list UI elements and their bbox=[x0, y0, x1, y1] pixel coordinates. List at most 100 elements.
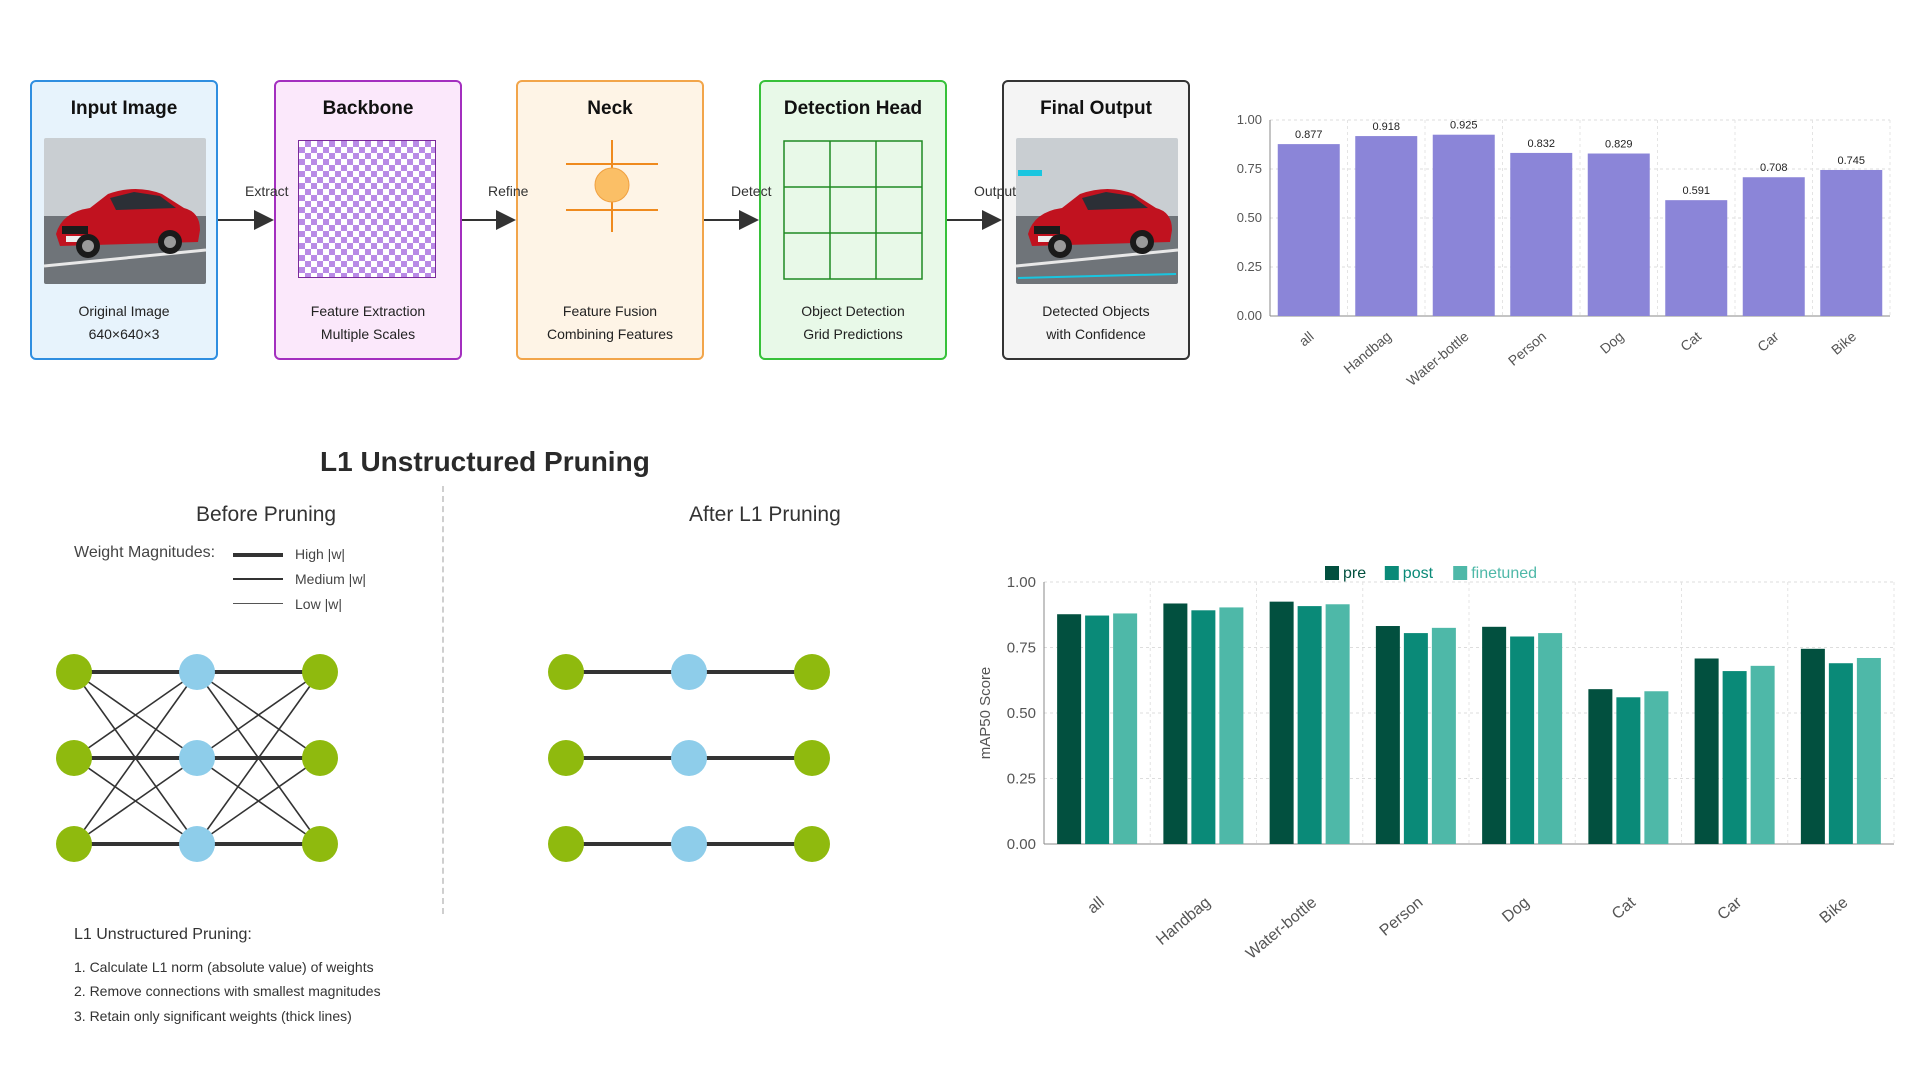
bar bbox=[1355, 136, 1418, 316]
stage-final-output: Final Output Detected Objects with Confi… bbox=[1002, 80, 1190, 360]
y-tick-label: 1.00 bbox=[1237, 112, 1262, 127]
data-label: 0.745 bbox=[1837, 155, 1865, 167]
detected-car-photo bbox=[1016, 138, 1178, 284]
bar bbox=[1432, 134, 1495, 316]
stage-desc-line: Object Detection bbox=[801, 303, 905, 319]
bar bbox=[1587, 153, 1650, 316]
stage-description: Original Image 640×640×3 bbox=[32, 300, 216, 346]
y-tick-label: 0.50 bbox=[1007, 705, 1036, 722]
note-step-2: 2. Remove connections with smallest magn… bbox=[74, 983, 381, 999]
stage-neck: Neck Feature Fusion Combining Features bbox=[516, 80, 704, 360]
hidden-node bbox=[671, 740, 707, 776]
x-tick-label: Cat bbox=[1677, 328, 1704, 354]
arrow-label-extract: Extract bbox=[245, 183, 289, 199]
pruning-title: L1 Unstructured Pruning bbox=[320, 446, 650, 477]
x-tick-label: Car bbox=[1715, 894, 1746, 924]
legend-text-high: High |w| bbox=[295, 546, 346, 562]
bar bbox=[1277, 144, 1340, 316]
legend-label: post bbox=[1403, 565, 1434, 582]
input-node bbox=[548, 654, 584, 690]
input-node bbox=[548, 740, 584, 776]
bar-post bbox=[1616, 697, 1641, 844]
y-tick-label: 0.75 bbox=[1237, 161, 1262, 176]
bar bbox=[1820, 169, 1883, 316]
y-tick-label: 0.50 bbox=[1237, 210, 1262, 225]
stage-desc-line: Detected Objects bbox=[1042, 303, 1150, 319]
bar-post bbox=[1297, 606, 1322, 844]
bar-finetuned bbox=[1856, 657, 1881, 844]
x-tick-label: Water-bottle bbox=[1403, 328, 1471, 389]
x-tick-label: all bbox=[1085, 894, 1108, 917]
legend-swatch bbox=[1325, 566, 1339, 580]
bar-finetuned bbox=[1644, 691, 1669, 844]
legend-swatch bbox=[1453, 566, 1468, 580]
weight-connection bbox=[73, 671, 198, 759]
x-tick-label: Dog bbox=[1499, 894, 1532, 926]
bar-post bbox=[1191, 610, 1216, 844]
car-photo bbox=[44, 138, 206, 284]
data-label: 0.708 bbox=[1760, 162, 1788, 174]
note-step-1: 1. Calculate L1 norm (absolute value) of… bbox=[74, 959, 374, 975]
bar-pre bbox=[1375, 626, 1400, 844]
input-node bbox=[56, 740, 92, 776]
input-node bbox=[548, 826, 584, 862]
stage-desc-line: Original Image bbox=[78, 303, 170, 319]
class-map-bar-chart: 0.000.250.500.751.000.877all0.918Handbag… bbox=[1237, 112, 1891, 389]
before-pruning-title: Before Pruning bbox=[196, 503, 337, 526]
hidden-node bbox=[671, 654, 707, 690]
x-tick-label: Water-bottle bbox=[1243, 894, 1320, 963]
y-tick-label: 0.25 bbox=[1237, 259, 1262, 274]
stage-desc-line: Grid Predictions bbox=[803, 326, 903, 342]
y-tick-label: 0.75 bbox=[1007, 640, 1036, 657]
hidden-node bbox=[671, 826, 707, 862]
x-tick-label: Dog bbox=[1597, 328, 1627, 357]
bar-finetuned bbox=[1113, 613, 1138, 844]
y-axis-title: mAP50 Score bbox=[977, 667, 994, 760]
input-node bbox=[56, 654, 92, 690]
data-label: 0.829 bbox=[1605, 139, 1633, 151]
data-label: 0.591 bbox=[1682, 185, 1710, 197]
stage-description: Detected Objects with Confidence bbox=[1004, 300, 1188, 346]
x-tick-label: all bbox=[1296, 328, 1317, 349]
legend-text-low: Low |w| bbox=[295, 596, 342, 612]
note-step-3: 3. Retain only significant weights (thic… bbox=[74, 1008, 352, 1024]
x-tick-label: Handbag bbox=[1153, 894, 1214, 949]
data-label: 0.918 bbox=[1372, 121, 1400, 133]
output-node bbox=[794, 740, 830, 776]
stage-description: Feature Fusion Combining Features bbox=[518, 300, 702, 346]
weight-connection bbox=[196, 671, 321, 759]
bar bbox=[1510, 152, 1573, 316]
hidden-node bbox=[179, 654, 215, 690]
bar-pre bbox=[1482, 626, 1507, 844]
stage-title: Final Output bbox=[1040, 98, 1152, 119]
x-tick-label: Person bbox=[1377, 894, 1427, 940]
legend-label: finetuned bbox=[1471, 565, 1537, 582]
feature-map-grid bbox=[298, 140, 436, 278]
data-label: 0.877 bbox=[1295, 129, 1323, 141]
weight-connection bbox=[73, 757, 198, 845]
bar-finetuned bbox=[1538, 633, 1563, 844]
x-tick-label: Bike bbox=[1817, 894, 1852, 927]
bar-pre bbox=[1800, 648, 1825, 844]
output-node bbox=[794, 826, 830, 862]
stage-detection-head: Detection Head Object Detection Grid Pre… bbox=[759, 80, 947, 360]
stage-desc-line: Multiple Scales bbox=[320, 326, 416, 342]
y-tick-label: 1.00 bbox=[1007, 574, 1036, 591]
bar-post bbox=[1085, 615, 1110, 844]
hidden-node bbox=[179, 740, 215, 776]
bar-post bbox=[1510, 636, 1535, 844]
pipeline-arrows bbox=[218, 210, 1002, 230]
legend-line-medium bbox=[233, 578, 283, 580]
x-tick-label: Car bbox=[1754, 328, 1782, 355]
bar-post bbox=[1722, 671, 1747, 844]
legend-label: pre bbox=[1343, 565, 1366, 582]
output-node bbox=[302, 740, 338, 776]
stage-input-image: Input Image Original Image 640×640×3 bbox=[30, 80, 218, 360]
legend-label: Weight Magnitudes: bbox=[74, 544, 216, 561]
y-tick-label: 0.00 bbox=[1007, 836, 1036, 853]
stage-description: Feature Extraction Multiple Scales bbox=[276, 300, 460, 346]
y-tick-label: 0.00 bbox=[1237, 308, 1262, 323]
bar bbox=[1665, 200, 1728, 316]
arrow-label-detect: Detect bbox=[731, 183, 772, 199]
